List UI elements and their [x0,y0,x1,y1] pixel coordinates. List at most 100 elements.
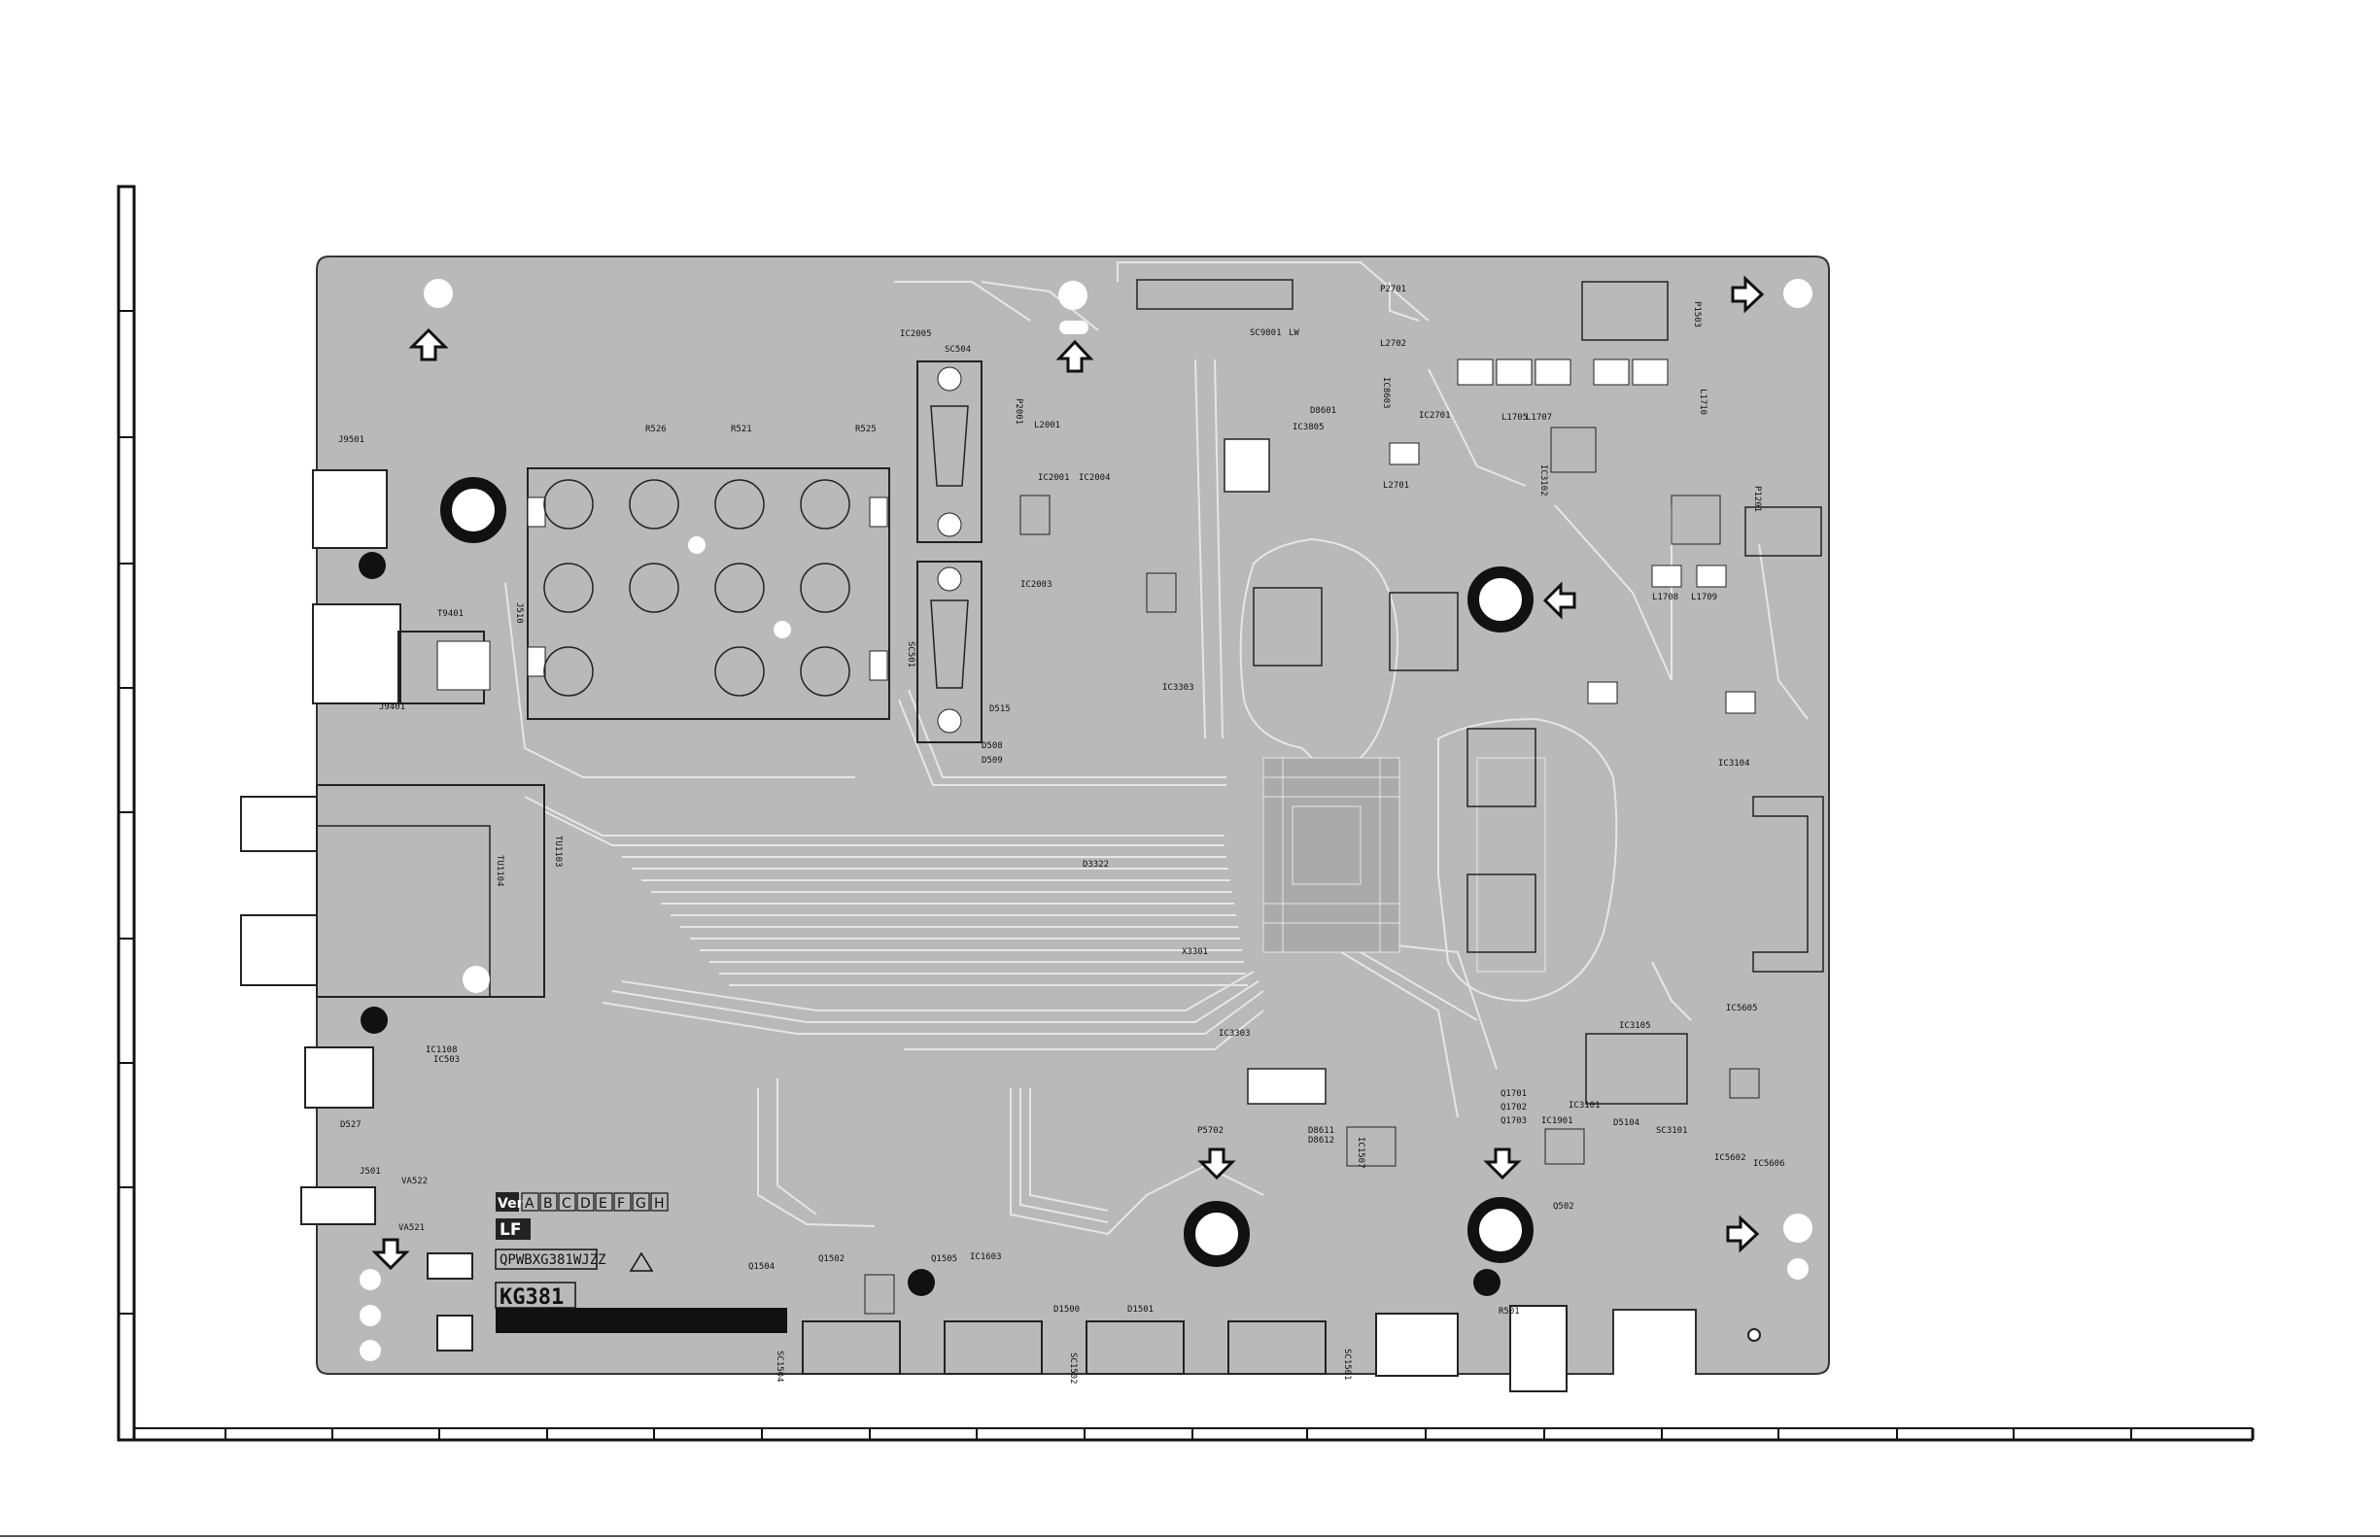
page-frame [0,185,2380,1537]
component-ref-sc501: SC501 [906,641,915,667]
component-ref-d8611: D8611 [1308,1126,1334,1136]
component-ref-ic5602: IC5602 [1714,1153,1746,1163]
component-ref-j9401: J9401 [379,702,405,712]
version-letter-box [539,1192,558,1212]
component-ref-l1705: L1705 [1501,413,1528,423]
component-ref-q502: Q502 [1553,1202,1574,1212]
component-ref-ic3104: IC3104 [1718,759,1750,769]
arrow-up-icon [1055,339,1094,373]
component-ref-d1500: D1500 [1053,1305,1080,1315]
component-ref-d8612: D8612 [1308,1136,1334,1146]
left-side-connectors [300,469,485,1352]
component-ref-q1701: Q1701 [1500,1089,1527,1099]
arrow-down-icon [1483,1147,1522,1181]
component-ref-r501: R501 [1499,1307,1520,1317]
component-ref-d3322: D3322 [1083,860,1109,870]
right-side-connectors [1136,279,1824,1105]
bottom-connectors [802,1305,1568,1392]
version-letter: E [599,1196,607,1212]
component-ref-r526: R526 [645,425,667,434]
component-ref-ic3105: IC3105 [1619,1021,1651,1031]
component-ref-q1702: Q1702 [1500,1103,1527,1112]
main-soc-area [1239,537,1618,1003]
component-ref-d515: D515 [989,704,1011,714]
component-ref-p2001: P2001 [1014,398,1023,425]
component-ref-l2701: L2701 [1383,481,1409,491]
component-ref-q1504: Q1504 [748,1262,775,1272]
version-prefix: Ver [498,1196,524,1212]
caution-icon [629,1251,654,1272]
version-letter: C [562,1196,571,1212]
part-number-label: QPWBXG381WJZZ [500,1252,606,1268]
arrow-left-icon [1542,581,1576,620]
component-ref-d508: D508 [982,741,1003,751]
component-ref-q1502: Q1502 [818,1254,845,1264]
component-labels: J9501J9401T9401TU1103TU1104J501VA522VA52… [338,285,1785,1385]
component-ref-r525: R525 [855,425,877,434]
component-ref-ic5606: IC5606 [1753,1159,1785,1169]
component-ref-j510: J510 [514,602,524,624]
sc501-dsub-connector [916,561,983,743]
component-ref-l1708: L1708 [1652,593,1678,602]
component-ref-l2702: L2702 [1380,339,1406,349]
version-letter: B [543,1196,553,1212]
component-ref-sc1502: SC1502 [1068,1352,1078,1385]
sc504-dsub-connector [916,360,983,543]
component-ref-x3301: X3301 [1182,947,1208,957]
component-ref-tu1103: TU1103 [553,836,563,868]
arrow-down-icon [1197,1147,1236,1181]
component-ref-ic3303b: IC3303 [1162,683,1194,693]
component-ref-l1707: L1707 [1526,413,1552,423]
arrow-down-icon [371,1238,410,1271]
component-ref-ic1901: IC1901 [1541,1116,1573,1126]
component-ref-d5104: D5104 [1613,1118,1639,1128]
version-letter-box [558,1192,576,1212]
component-ref-ic2005: IC2005 [900,329,932,339]
component-ref-ic2004: IC2004 [1079,473,1111,483]
component-ref-ic5605: IC5605 [1726,1004,1758,1013]
component-ref-ic3102: IC3102 [1538,464,1548,496]
j510-connector-block [527,467,890,720]
arrow-right-icon [1726,1215,1760,1253]
version-letter: A [525,1196,535,1212]
component-ref-ic503: IC503 [433,1055,460,1065]
component-ref-ic3101: IC3101 [1569,1101,1601,1111]
component-ref-j501: J501 [360,1167,381,1177]
arrow-right-icon [1731,275,1765,314]
component-ref-p1201: P1201 [1752,486,1762,512]
component-ref-r521: R521 [731,425,752,434]
component-ref-d1501: D1501 [1127,1305,1154,1315]
version-letter-box [576,1192,595,1212]
component-ref-lw: LW [1289,328,1299,338]
component-ref-ic1108: IC1108 [426,1045,458,1055]
arrow-up-icon [408,327,449,361]
version-letter-box [595,1192,613,1212]
component-ref-d527: D527 [340,1120,362,1130]
component-ref-p2701: P2701 [1380,285,1406,294]
version-letter-box [613,1192,632,1212]
component-ref-ic1507: IC1507 [1356,1137,1365,1169]
component-ref-j9501: J9501 [338,435,364,445]
component-ref-ic8603: IC8603 [1381,377,1391,409]
component-ref-p1503: P1503 [1692,301,1702,327]
component-ref-ic1603: IC1603 [970,1252,1002,1262]
component-ref-ic3805: IC3805 [1293,423,1325,432]
component-ref-sc9801: SC9801 [1250,328,1282,338]
component-ref-d8601: D8601 [1310,406,1336,416]
tuner-shield [240,784,545,998]
component-ref-ic2003: IC2003 [1020,580,1052,590]
component-ref-va521: VA521 [398,1223,425,1233]
pcb-board [316,256,1830,1375]
component-ref-sc1501: SC1501 [1342,1349,1352,1381]
component-ref-q1703: Q1703 [1500,1116,1527,1126]
component-ref-sc3101: SC3101 [1656,1126,1688,1136]
component-ref-sc504: SC504 [945,345,971,355]
component-ref-d509: D509 [982,756,1003,766]
component-ref-l2001: L2001 [1034,421,1060,430]
version-letter: G [636,1196,646,1212]
mounting-holes [359,279,1812,1361]
component-ref-ic2701: IC2701 [1419,411,1451,421]
pcb-traces [504,261,1809,1236]
